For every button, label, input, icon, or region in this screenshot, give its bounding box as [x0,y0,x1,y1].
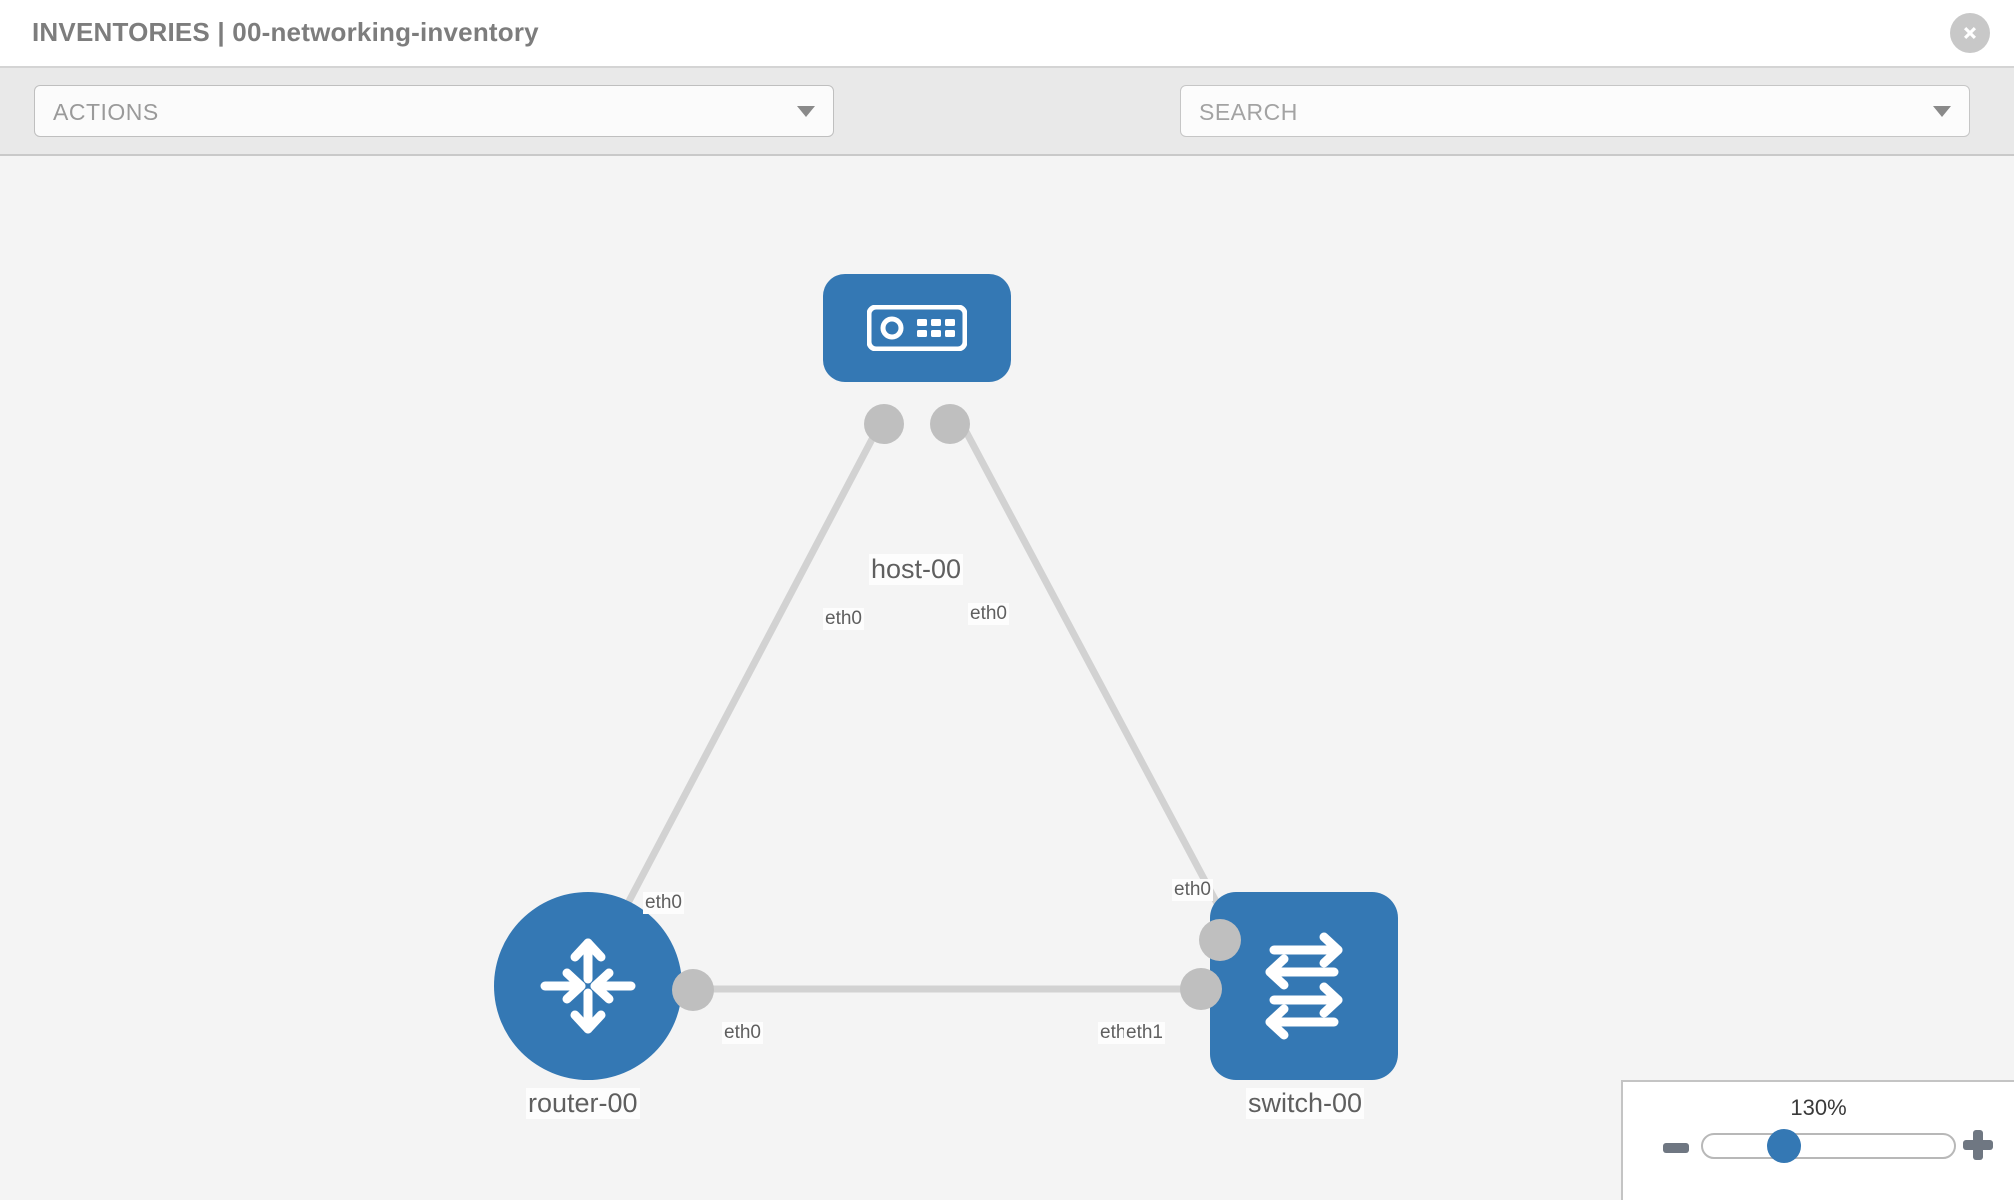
node-host-00-shape[interactable] [823,274,1011,382]
port-label: eth1 [1124,1022,1165,1044]
port-label: eth0 [643,892,684,914]
port-router-00-eth0[interactable] [672,969,714,1011]
zoom-in-button[interactable] [1963,1130,1993,1165]
node-router-00-label: router-00 [526,1088,640,1119]
topology-canvas[interactable]: host-00 router-00 [0,156,2014,1200]
server-device-icon [867,305,967,351]
toolbar: ACTIONS SEARCH [0,68,2014,197]
actions-dropdown-label: ACTIONS [53,99,159,125]
page-header: INVENTORIES | 00-networking-inventory [0,0,2014,68]
port-label: eth0 [722,1022,763,1044]
topology-links [613,422,1232,993]
search-placeholder: SEARCH [1199,99,1298,125]
port-label: eth0 [823,608,864,630]
close-icon [1964,27,1976,39]
plus-icon [1963,1130,1993,1160]
node-router-00-shape[interactable] [494,892,682,1080]
node-host-00-label: host-00 [869,554,964,585]
node-switch-00[interactable]: switch-00 [1210,892,1398,1122]
close-button[interactable] [1950,13,1990,53]
node-switch-00-label: switch-00 [1246,1088,1365,1119]
node-host-00[interactable]: host-00 [823,274,1011,585]
minus-icon [1663,1143,1689,1153]
chevron-down-icon[interactable] [1933,106,1951,117]
zoom-control-panel: 130% [1621,1080,2014,1200]
port-switch-00-eth0[interactable] [1199,919,1241,961]
port-host-00-eth0-right[interactable] [930,404,970,444]
port-label: eth0 [968,603,1009,625]
switch-arrows-icon [1265,932,1343,1040]
actions-dropdown[interactable]: ACTIONS [34,85,834,137]
port-host-00-eth0-left[interactable] [864,404,904,444]
router-arrows-icon [540,938,636,1034]
chevron-down-icon [797,106,815,117]
link-host-router[interactable] [613,422,884,926]
zoom-level-value: 130% [1790,1095,1847,1120]
port-switch-00-eth1[interactable] [1180,968,1222,1010]
zoom-slider-thumb[interactable] [1767,1129,1801,1163]
port-label: eth0 [1172,879,1213,901]
node-switch-00-shape[interactable] [1210,892,1398,1080]
search-input[interactable]: SEARCH [1180,85,1970,137]
link-host-switch[interactable] [958,422,1232,926]
page-title: INVENTORIES | 00-networking-inventory [32,17,539,47]
zoom-out-button[interactable] [1663,1140,1689,1158]
node-router-00[interactable]: router-00 [494,892,682,1122]
zoom-slider-track[interactable] [1701,1133,1956,1159]
